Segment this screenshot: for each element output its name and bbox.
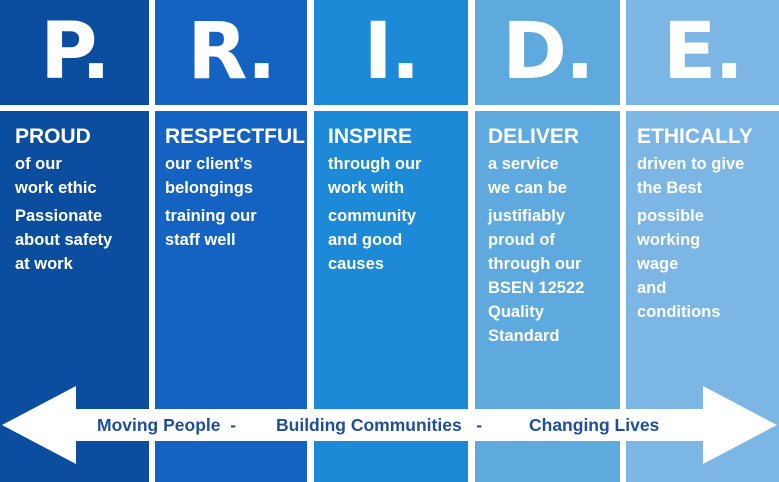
letter-block-d: D.	[475, 0, 620, 105]
letter-d: D.	[502, 7, 594, 97]
body-paragraph: justifiably proud of through our BSEN 12…	[488, 207, 585, 345]
letter-block-i: I.	[314, 0, 468, 105]
letter-block-e: E.	[626, 0, 779, 105]
letter-i: I.	[363, 7, 421, 97]
letter-block-p: P.	[0, 0, 149, 105]
tagline-building-communities: Building Communities -	[276, 415, 483, 435]
body-deliver: a service we can be justifiably proud of…	[488, 152, 584, 348]
body-proud: of our work ethic Passionate about safet…	[15, 152, 112, 276]
tagline-changing-lives: Changing Lives	[529, 415, 660, 435]
tagline-moving-people: Moving People -	[97, 415, 237, 435]
letter-e: E.	[663, 7, 744, 97]
double-arrow-icon	[0, 384, 779, 468]
body-paragraph: a service we can be	[488, 155, 567, 197]
body-paragraph: through our work with	[328, 155, 422, 197]
heading-respectful: RESPECTFUL	[165, 125, 306, 148]
body-paragraph: community and good causes	[328, 207, 417, 273]
body-paragraph: driven to give the Best	[637, 155, 745, 197]
body-paragraph: training our staff well	[165, 207, 257, 249]
heading-deliver: DELIVER	[488, 125, 580, 148]
heading-inspire: INSPIRE	[328, 125, 413, 148]
heading-proud: PROUD	[15, 125, 91, 148]
body-paragraph: Passionate about safety at work	[15, 207, 113, 273]
body-paragraph: possible working wage and conditions	[637, 207, 721, 321]
body-ethically: driven to give the Best possible working…	[637, 152, 744, 324]
body-paragraph: of our work ethic	[15, 155, 97, 197]
letter-r: R.	[187, 7, 276, 97]
letter-block-r: R.	[155, 0, 307, 105]
heading-ethically: ETHICALLY	[637, 125, 753, 148]
body-inspire: through our work with community and good…	[328, 152, 421, 276]
column-proud: P. PROUD of our work ethic Passionate ab…	[0, 0, 149, 482]
letter-p: P.	[40, 7, 110, 97]
body-respectful: our client’s belongings training our sta…	[165, 152, 257, 252]
body-paragraph: our client’s belongings	[165, 155, 253, 197]
